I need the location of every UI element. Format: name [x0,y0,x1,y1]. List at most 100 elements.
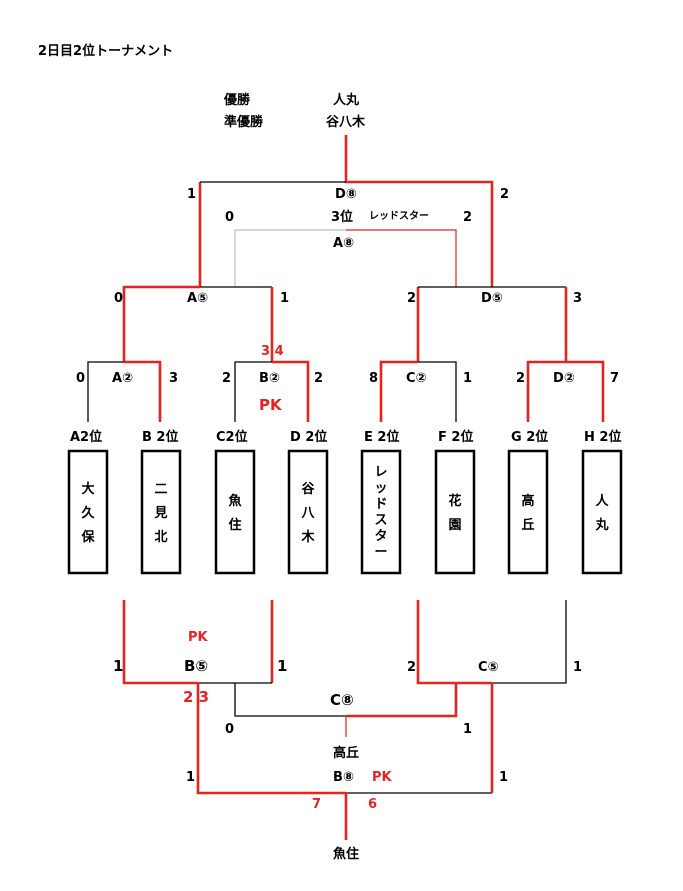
seed-c: C2位 [216,429,248,445]
team-name-f-char: 園 [448,517,461,533]
third-right-line [346,229,457,287]
upper-bracket-lines [87,135,605,422]
page-title: 2日目2位トーナメント [38,43,173,59]
team-name-c-char: 住 [228,517,241,533]
team-name-e-char: レ [374,465,387,480]
team-name-e-char: ス [374,513,387,528]
team-box-d [287,449,329,575]
semi-d5-label: D⑤ [481,291,503,306]
lower-b8-pk-right: 6 [368,797,377,812]
qf-a2-label: A② [112,371,133,386]
runner-up-team: 谷八木 [326,114,366,130]
lower-b8-left-score: 1 [186,770,195,785]
lower-b5-pk-note: PK [188,630,209,645]
team-name-d-char: 谷 [301,481,315,497]
qf-b2-right [272,360,310,422]
team-boxes [67,449,623,575]
team-box-a [67,449,109,575]
final-right-score: 2 [500,187,509,202]
seed-e: E 2位 [364,429,399,445]
qf-b2-right-score: 2 [314,371,323,386]
team-box-g [507,449,549,575]
final-winner-path [344,135,494,287]
qf-c2-right [418,361,457,422]
lower-b5-right-score: 1 [277,657,287,675]
qf-d2-right-score: 7 [610,371,619,386]
third-place-match: A⑧ [333,236,354,251]
team-name-a-char: 保 [80,529,95,545]
seed-a: A2位 [70,429,102,445]
team-name-g-char: 高 [521,493,534,509]
seed-d: D 2位 [290,429,327,445]
lower-c5-right [492,600,567,684]
lower-c8-left [234,683,346,717]
qf-d2-left [526,360,566,422]
team-name-e-char: ッ [374,481,387,496]
semi-a5-label: A⑤ [187,291,208,306]
seed-f: F 2位 [438,429,473,445]
lower-b5-left [122,600,198,685]
lower-c8-right [346,683,458,718]
third-left-score: 0 [225,210,234,225]
team-name-g-char: 丘 [521,518,534,533]
team-box-b [140,449,182,575]
runner-up-label: 準優勝 [224,114,264,130]
lower-b8-winner: 魚住 [333,846,359,862]
team-box-c [214,449,256,575]
team-name-b-char: 北 [154,530,167,545]
lower-b8-pk-left: 7 [312,797,321,812]
semi-a5-left [122,285,200,362]
lower-c8-label: C⑧ [330,691,354,709]
qf-c2-label: C② [406,371,427,386]
lower-c5-right-score: 1 [573,660,582,675]
team-name-e-char: ド [374,497,387,512]
lower-bracket-lines [122,600,567,840]
team-name-d-char: 八 [300,506,315,521]
seed-h: H 2位 [584,429,621,445]
qf-a2-right [124,360,162,422]
qf-a2-left [87,361,124,422]
qf-b2-label: B② [259,371,280,386]
lower-c8-left-score: 0 [225,722,234,737]
final-left-score: 1 [187,187,196,202]
lower-b5-left-score: 1 [113,657,123,675]
third-place-team: レッドスター [369,210,429,222]
team-name-d-char: 木 [300,529,315,545]
semi-d5-right-score: 3 [573,291,582,306]
team-name-b-char: 二 [154,482,167,497]
team-name-e-char: タ [374,529,387,544]
final-label: D⑧ [335,187,357,202]
champion-label: 優勝 [223,92,251,108]
lower-b8-right-score: 1 [499,770,508,785]
team-name-f-char: 花 [448,493,461,509]
team-name-e-char: ー [374,545,387,560]
qf-c2-right-score: 1 [463,371,472,386]
qf-b2-pk-score: 3 4 [261,344,284,359]
third-right-score: 2 [463,210,472,225]
lower-b8-left [196,683,346,795]
team-name-a-char: 久 [81,505,95,521]
lower-c5-left-score: 2 [407,660,416,675]
qf-b2-left [234,361,272,422]
lower-b5-pk-score: 2 3 [183,688,209,706]
qf-b2-left-score: 2 [222,371,231,386]
semi-a5-left-score: 0 [114,291,123,306]
lower-c5-left [416,600,492,685]
team-seeds: A2位 B 2位 C2位 D 2位 E 2位 F 2位 G 2位 H 2位 [70,429,621,445]
qf-c2-left [379,360,418,422]
lower-b8-pk-note: PK [372,770,393,785]
semi-d5-left-score: 2 [407,291,416,306]
seed-b: B 2位 [142,429,178,445]
team-name-c-char: 魚 [228,493,241,509]
lower-c8-right-score: 1 [463,722,472,737]
champion-team: 人丸 [333,92,360,108]
qf-a2-right-score: 3 [169,371,178,386]
lower-c5-label: C⑤ [478,660,499,675]
lower-b5-label: B⑤ [184,657,208,675]
third-place-label: 3位 [331,209,353,225]
qf-c2-left-score: 8 [369,371,378,386]
qf-b2-pk-note: PK [259,396,283,414]
qf-d2-left-score: 2 [516,371,525,386]
